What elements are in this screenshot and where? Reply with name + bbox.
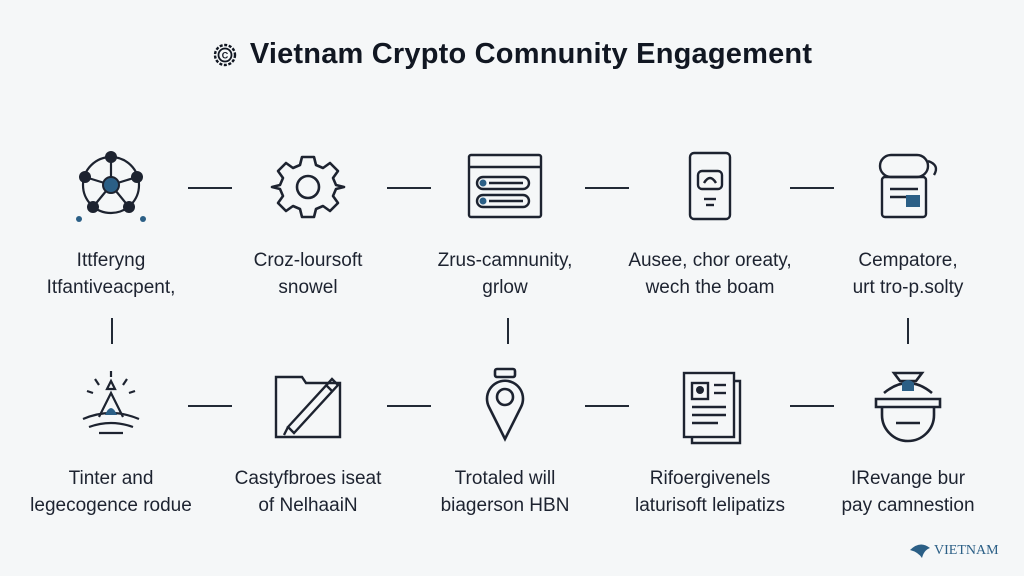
connector xyxy=(387,187,431,189)
step-label-line1: Rifoergivenels xyxy=(649,468,771,489)
step-10: IRevange bur pay camnestion xyxy=(813,363,1003,519)
step-7: Castyfbroes iseat of NelhaaiN xyxy=(213,363,403,519)
step-9: Rifoergivenels laturisoft lelipatizs xyxy=(615,363,805,519)
step-label-line2: urt tro-p.solty xyxy=(852,277,964,298)
gear-icon xyxy=(270,155,346,219)
step-label-line2: pay camnestion xyxy=(841,495,975,516)
helmet-icon xyxy=(874,371,942,443)
step-4: Ausee, chor oreaty, wech the boam xyxy=(615,145,805,301)
mobile-phone-icon xyxy=(688,151,732,221)
step-label-line1: Cempatore, xyxy=(858,250,958,271)
step-label-line1: IRevange bur xyxy=(850,468,966,489)
watermark-text: VIETNAM xyxy=(934,543,999,558)
step-label-line2: grlow xyxy=(482,277,528,298)
connector xyxy=(585,405,629,407)
connector xyxy=(188,405,232,407)
map-pin-icon xyxy=(485,367,525,442)
diagram-title: C Vietnam Crypto Comnunity Engagement xyxy=(0,38,1024,71)
browser-window-icon xyxy=(467,153,543,219)
connector xyxy=(790,187,834,189)
connector xyxy=(111,318,113,344)
step-8: Trotaled will biagerson HBN xyxy=(410,363,600,519)
connector xyxy=(507,318,509,344)
crypto-coin-icon: C xyxy=(213,43,237,66)
page-title: Vietnam Crypto Comnunity Engagement xyxy=(249,38,813,70)
network-hub-icon xyxy=(76,151,146,222)
bird-logo-icon: VIETNAM xyxy=(910,543,999,558)
step-2: Croz-loursoft snowel xyxy=(213,145,403,301)
connector xyxy=(790,405,834,407)
folder-pen-icon xyxy=(274,375,342,439)
step-label-line1: Zrus-camnunity, xyxy=(437,250,573,271)
step-1: Ittferyng Itfantiveacpent, xyxy=(16,145,206,301)
connector xyxy=(907,318,909,344)
step-label-line2: legecogence rodue xyxy=(30,495,192,516)
connector xyxy=(188,187,232,189)
step-label-line1: Croz-loursoft xyxy=(253,250,363,271)
step-label-line2: of NelhaaiN xyxy=(258,495,358,516)
documents-icon xyxy=(682,371,742,445)
step-label-line1: Castyfbroes iseat xyxy=(234,468,382,489)
step-label-line1: Ausee, chor oreaty, xyxy=(628,250,792,271)
step-5: Cempatore, urt tro-p.solty xyxy=(813,145,1003,301)
svg-text:C: C xyxy=(222,50,229,60)
step-label-line1: Tinter and xyxy=(68,468,154,489)
step-label-line2: laturisoft lelipatizs xyxy=(635,495,785,516)
step-label-line2: wech the boam xyxy=(645,277,775,298)
chat-bubble-icon xyxy=(878,153,938,219)
campfire-icon xyxy=(82,371,140,435)
step-label-line1: Trotaled will xyxy=(454,468,556,489)
connector xyxy=(585,187,629,189)
step-label-line2: snowel xyxy=(278,277,338,298)
step-label-line2: Itfantiveacpent, xyxy=(46,277,176,298)
connector xyxy=(387,405,431,407)
step-label-line2: biagerson HBN xyxy=(440,495,570,516)
step-label-line1: Ittferyng xyxy=(76,250,146,271)
step-3: Zrus-camnunity, grlow xyxy=(410,145,600,301)
step-6: Tinter and legecogence rodue xyxy=(16,363,206,519)
